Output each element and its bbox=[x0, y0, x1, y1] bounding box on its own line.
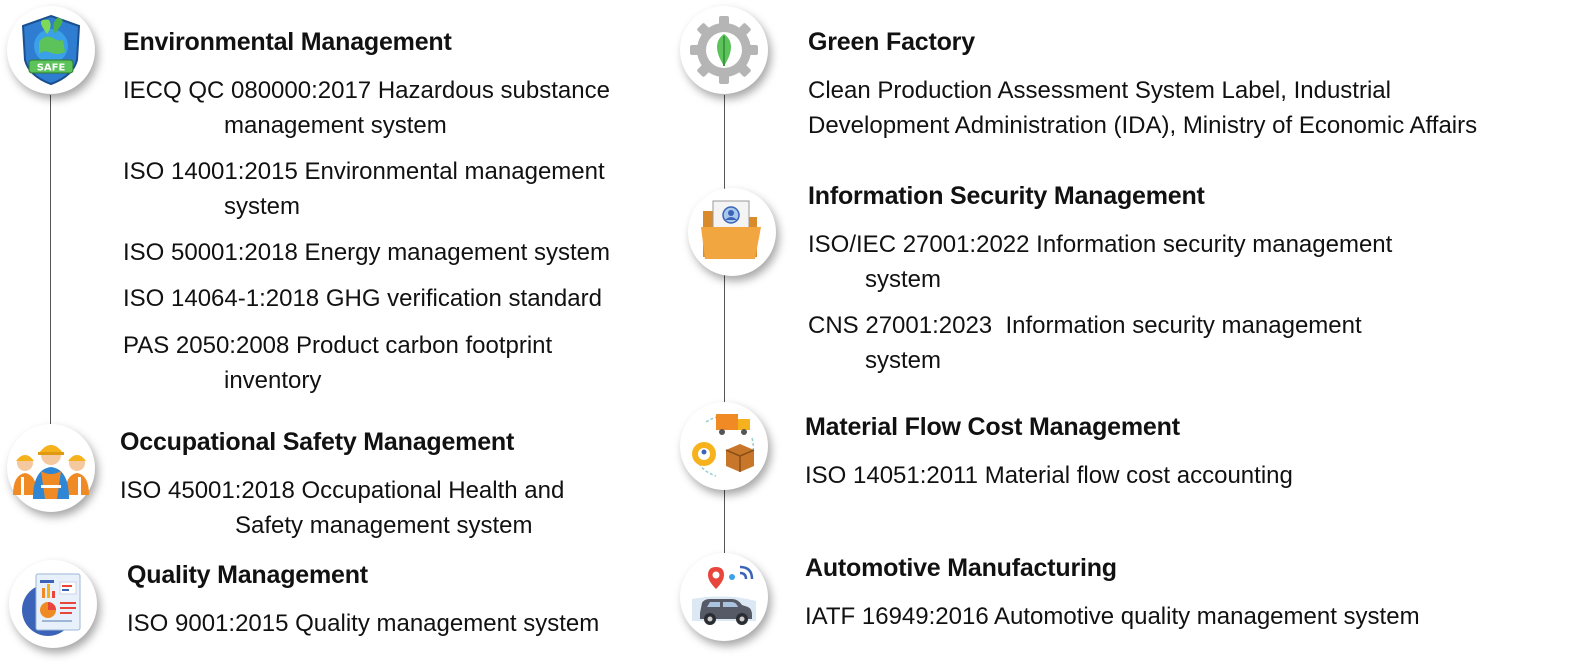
env-item-iecq-line2: management system bbox=[224, 112, 447, 139]
infosec-item-cns27001: CNS 27001:2023 Information security mana… bbox=[808, 308, 1362, 378]
automotive-item-iatf16949-line1: IATF 16949:2016 Automotive quality manag… bbox=[805, 603, 1420, 630]
env-item-pas2050: PAS 2050:2008 Product carbon footprint i… bbox=[123, 328, 552, 398]
material-flow-title: Material Flow Cost Management bbox=[805, 413, 1180, 441]
env-item-iso14064: ISO 14064-1:2018 GHG verification standa… bbox=[123, 281, 602, 316]
quality-management-title: Quality Management bbox=[127, 561, 368, 589]
env-item-iso14064-line1: ISO 14064-1:2018 GHG verification standa… bbox=[123, 285, 602, 312]
information-security-title: Information Security Management bbox=[808, 182, 1205, 210]
env-item-iso14001-line1: ISO 14001:2015 Environmental management bbox=[123, 158, 605, 185]
safe-badge-icon: SAFE bbox=[7, 6, 95, 94]
env-item-pas2050-line2: inventory bbox=[224, 367, 322, 394]
env-item-iecq: IECQ QC 080000:2017 Hazardous substance … bbox=[123, 73, 610, 143]
green-item-clean-production: Clean Production Assessment System Label… bbox=[808, 73, 1477, 143]
quality-item-iso9001-line1: ISO 9001:2015 Quality management system bbox=[127, 610, 600, 637]
automotive-manufacturing-title: Automotive Manufacturing bbox=[805, 554, 1117, 582]
report-icon bbox=[9, 560, 97, 648]
material-item-iso14051-line1: ISO 14051:2011 Material flow cost accoun… bbox=[805, 462, 1293, 489]
env-item-iso50001-line1: ISO 50001:2018 Energy management system bbox=[123, 239, 610, 266]
green-item-line1: Clean Production Assessment System Label… bbox=[808, 77, 1391, 104]
infosec-item-cns27001-line1: CNS 27001:2023 Information security mana… bbox=[808, 312, 1362, 339]
env-item-iecq-line1: IECQ QC 080000:2017 Hazardous substance bbox=[123, 77, 610, 104]
safety-item-iso45001-line1: ISO 45001:2018 Occupational Health and bbox=[120, 477, 565, 504]
automotive-item-iatf16949: IATF 16949:2016 Automotive quality manag… bbox=[805, 599, 1420, 634]
green-item-line2: Development Administration (IDA), Minist… bbox=[808, 112, 1478, 139]
safety-item-iso45001: ISO 45001:2018 Occupational Health and S… bbox=[120, 473, 564, 543]
infosec-item-iso27001-line1: ISO/IEC 27001:2022 Information security … bbox=[808, 231, 1393, 258]
env-item-iso14001-line2: system bbox=[224, 193, 301, 220]
infosec-item-cns27001-line2: system bbox=[865, 347, 942, 374]
env-item-iso50001: ISO 50001:2018 Energy management system bbox=[123, 235, 610, 270]
right-connector-line bbox=[724, 95, 725, 555]
folder-profile-icon bbox=[688, 188, 776, 276]
connected-car-icon bbox=[680, 553, 768, 641]
environmental-management-title: Environmental Management bbox=[123, 28, 452, 56]
env-item-pas2050-line1: PAS 2050:2008 Product carbon footprint bbox=[123, 332, 553, 359]
workers-icon bbox=[7, 424, 95, 512]
env-item-iso14001: ISO 14001:2015 Environmental management … bbox=[123, 154, 605, 224]
logistics-icon bbox=[680, 402, 768, 490]
green-factory-title: Green Factory bbox=[808, 28, 975, 56]
gear-leaf-icon bbox=[680, 6, 768, 94]
quality-item-iso9001: ISO 9001:2015 Quality management system bbox=[127, 606, 599, 641]
safety-item-iso45001-line2: Safety management system bbox=[235, 512, 533, 539]
material-item-iso14051: ISO 14051:2011 Material flow cost accoun… bbox=[805, 458, 1293, 493]
left-connector-line bbox=[50, 95, 51, 430]
infosec-item-iso27001-line2: system bbox=[865, 266, 942, 293]
infosec-item-iso27001: ISO/IEC 27001:2022 Information security … bbox=[808, 227, 1392, 297]
svg-text:SAFE: SAFE bbox=[37, 63, 66, 74]
occupational-safety-title: Occupational Safety Management bbox=[120, 428, 515, 456]
